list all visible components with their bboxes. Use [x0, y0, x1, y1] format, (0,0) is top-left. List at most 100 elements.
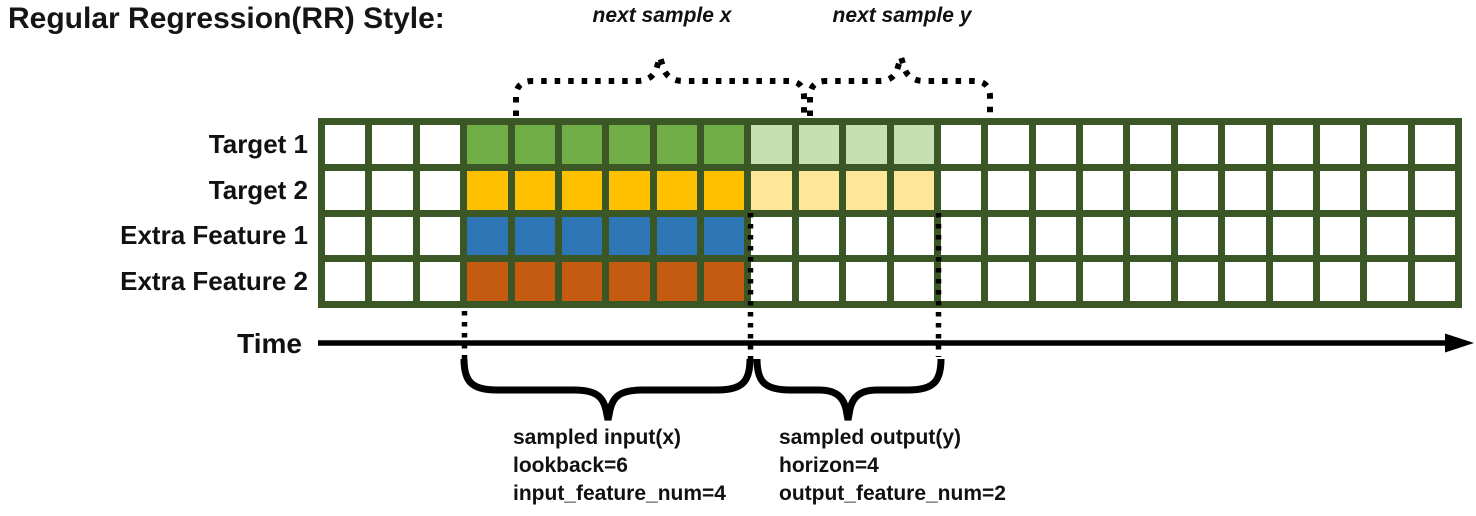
grid-cell: [609, 262, 650, 301]
grid-cell: [514, 125, 555, 164]
next-sample-x-brace: [513, 46, 807, 116]
grid-cell: [1083, 262, 1124, 301]
grid-cell: [1367, 125, 1408, 164]
grid-cell: [940, 262, 982, 301]
grid-cell: [1035, 216, 1076, 256]
lookback-value: lookback=6: [513, 454, 628, 477]
grid-cell: [893, 216, 934, 256]
grid-cell: [704, 170, 745, 210]
grid-cell: [988, 262, 1029, 301]
grid-cell: [798, 170, 840, 210]
grid-cell: [467, 216, 508, 256]
grid-cell: [1272, 262, 1313, 301]
grid-cell: [1177, 262, 1219, 301]
grid-cell: [1083, 170, 1124, 210]
output-feature-num-value: output_feature_num=2: [779, 482, 1006, 505]
grid-cell: [751, 216, 792, 256]
row-label: Target 1: [208, 128, 308, 159]
grid-cell: [419, 125, 461, 164]
grid-cell: [1367, 262, 1408, 301]
grid-cell: [1272, 216, 1313, 256]
grid-cell: [1414, 262, 1455, 301]
grid-cell: [561, 170, 603, 210]
grid-cell: [846, 125, 887, 164]
grid-cell: [1083, 125, 1124, 164]
grid-cell: [1035, 170, 1076, 210]
horizon-value: horizon=4: [779, 454, 879, 477]
grid-cell: [940, 125, 982, 164]
row-label: Extra Feature 1: [120, 220, 308, 251]
grid-cell: [609, 216, 650, 256]
grid-cell: [1319, 216, 1361, 256]
grid-cell: [1367, 216, 1408, 256]
grid-cell: [1225, 125, 1266, 164]
grid-cell: [1177, 216, 1219, 256]
sampled-output-brace: [753, 358, 945, 421]
grid-cell: [940, 216, 982, 256]
grid-cell: [798, 216, 840, 256]
grid-cell: [372, 216, 413, 256]
grid-cell: [656, 125, 697, 164]
grid-cell: [656, 170, 697, 210]
grid-cell: [561, 125, 603, 164]
grid-cell: [467, 125, 508, 164]
grid-cell: [467, 262, 508, 301]
grid-cell: [372, 170, 413, 210]
grid-cell: [893, 262, 934, 301]
grid-cell: [561, 216, 603, 256]
next-sample-y-brace: [807, 46, 993, 116]
next-sample-x-label: next sample x: [592, 4, 732, 27]
grid-cell: [1414, 216, 1455, 256]
time-axis-label: Time: [237, 328, 302, 359]
grid-cell: [893, 125, 934, 164]
grid-cell: [656, 216, 697, 256]
grid-cell: [751, 170, 792, 210]
grid-cell: [561, 262, 603, 301]
grid-cell: [372, 125, 413, 164]
grid-cell: [751, 125, 792, 164]
grid-cell: [419, 216, 461, 256]
sampling-grid: [318, 118, 1462, 308]
grid-cell: [372, 262, 413, 301]
grid-cell: [1130, 170, 1171, 210]
grid-cell: [1319, 262, 1361, 301]
grid-cell: [1272, 125, 1313, 164]
grid-cell: [1272, 170, 1313, 210]
grid-cell: [893, 170, 934, 210]
grid-cell: [1177, 125, 1219, 164]
grid-cell: [325, 170, 366, 210]
grid-cell: [325, 262, 366, 301]
grid-cell: [988, 125, 1029, 164]
grid-cell: [846, 262, 887, 301]
grid-cell: [1130, 262, 1171, 301]
grid-cell: [846, 216, 887, 256]
grid-cell: [656, 262, 697, 301]
grid-cell: [988, 216, 1029, 256]
grid-cell: [514, 216, 555, 256]
sampled-output-annotation: sampled output(y) horizon=4 output_featu…: [779, 424, 1006, 508]
grid-cell: [1035, 125, 1076, 164]
grid-cell: [704, 262, 745, 301]
row-label: Extra Feature 2: [120, 266, 308, 297]
next-sample-y-label: next sample y: [832, 4, 972, 27]
grid-cell: [609, 170, 650, 210]
grid-cell: [1177, 170, 1219, 210]
grid-cell: [1130, 216, 1171, 256]
grid-cell: [609, 125, 650, 164]
grid-cell: [1083, 216, 1124, 256]
grid-cell: [1225, 170, 1266, 210]
grid-cell: [798, 262, 840, 301]
grid-cell: [514, 170, 555, 210]
grid-cell: [1225, 262, 1266, 301]
row-label: Target 2: [208, 174, 308, 205]
grid-cell: [1367, 170, 1408, 210]
grid-cell: [514, 262, 555, 301]
grid-cell: [988, 170, 1029, 210]
grid-cell: [1414, 170, 1455, 210]
row-labels: Target 1 Target 2 Extra Feature 1 Extra Fea…: [0, 118, 308, 308]
grid-cell: [419, 170, 461, 210]
grid-cell: [325, 216, 366, 256]
grid-cell: [1035, 262, 1076, 301]
sampled-output-title: sampled output(y): [779, 426, 961, 449]
